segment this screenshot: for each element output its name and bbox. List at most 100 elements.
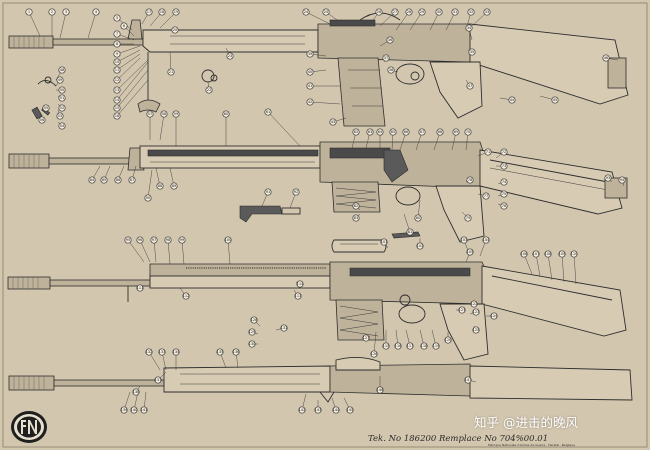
leader-line [523,253,533,275]
part-callout: 82 [352,202,360,210]
callout-number: 22 [207,88,212,92]
leader-line [116,49,141,63]
callout-number: 49 [58,78,63,82]
part-callout: 97 [150,236,158,244]
callout-number: 9 [116,52,119,56]
part-callout: 68 [436,128,444,136]
leader-line [116,69,149,109]
callout-number: 58 [162,112,167,116]
leader-line [116,79,149,117]
callout-number: 55 [44,106,49,110]
part-callout: 133 [158,348,166,356]
part-callout: 119 [432,342,440,350]
callout-number: 128 [251,318,259,322]
callout-number: 42 [308,100,313,104]
part-callout: 101 [380,238,388,246]
callout-number: 93 [606,176,611,180]
gas-tube-3 [149,263,331,277]
leader-line [227,239,231,265]
callout-number: 85 [102,178,107,182]
part-callout: 66 [402,128,410,136]
rifle-view-1 [8,12,629,127]
callout-number: 61 [266,110,271,114]
callout-number: 31 [453,10,458,14]
barrel-2 [48,157,140,165]
part-callout: 123 [472,308,480,316]
part-callout: 128 [250,316,259,324]
callout-number: 57 [148,112,153,116]
part-callout: 22 [205,86,213,94]
part-callout: 60 [222,110,230,118]
bipod-1 [137,99,161,113]
callout-number: 21 [169,70,174,74]
callout-number: 73 [502,164,507,168]
part-callout: 56 [38,116,46,124]
part-callout: 59 [172,110,180,118]
part-callout: 140 [130,406,138,414]
callout-number: 38 [389,68,394,72]
part-callout: 11 [113,66,121,74]
callout-number: 82 [354,204,359,208]
part-callout: 58 [160,110,168,118]
callout-number: 135 [217,350,224,354]
callout-number: 3 [65,10,67,14]
part-callout: 8 [113,40,121,48]
part-callout: 86 [114,176,122,184]
callout-number: 99 [180,238,185,242]
part-callout: 102 [416,242,424,250]
part-callout: 130 [248,340,256,348]
leader-line [153,239,157,263]
callout-number: 47 [468,84,473,88]
part-callout: 114 [296,280,305,288]
part-callout: 28 [405,8,413,16]
part-callout: 15 [113,104,121,112]
part-callout: 122 [470,300,478,308]
stock-2 [479,149,623,215]
leader-line [159,113,165,141]
part-callout: 32 [467,8,475,16]
pistol-grip-2 [435,185,485,243]
part-callout: 1 [25,8,33,16]
callout-number: 142 [299,408,306,412]
callout-number: 72 [502,150,507,154]
callout-number: 41 [308,84,313,88]
callout-number: 97 [152,238,157,242]
callout-number: 115 [383,344,390,348]
part-callout: 93 [604,174,612,182]
magazine-3 [335,299,385,341]
callout-number: 109 [559,252,567,256]
callout-number: 54 [60,124,65,128]
callout-number: 127 [363,336,370,340]
part-callout: 10 [113,58,121,66]
part-callout: 139 [120,406,128,414]
part-callout: 146 [376,386,384,394]
callout-number: 46 [604,56,609,60]
part-callout: 63 [366,128,374,136]
part-callout: 37 [382,54,390,62]
callout-number: 4 [95,10,98,14]
zhihu-watermark: 知乎 @进击的晚风 [474,415,578,430]
callout-number: 108 [545,252,553,256]
leader-line [535,253,541,277]
part-callout: 38 [387,66,395,74]
callout-number: 112 [183,294,190,298]
part-callout: 25 [322,8,330,16]
part-callout: 12 [113,76,121,84]
part-callout: 35 [468,48,476,56]
part-callout: 96 [136,236,144,244]
callout-number: 147 [465,378,472,382]
part-callout: 76 [500,202,508,210]
callout-number: 79 [466,216,471,220]
callout-number: 81 [408,230,413,234]
part-callout: 19 [172,8,180,16]
part-callout: 81 [406,228,414,236]
part-callout: 69 [452,128,460,136]
part-callout: 51 [58,94,66,102]
part-callout: 40 [306,68,314,76]
part-callout: 98 [164,236,172,244]
part-callout: 72 [500,148,508,156]
callout-number: 114 [297,282,305,286]
part-callout: 54 [58,122,66,130]
callout-number: 110 [571,252,579,256]
